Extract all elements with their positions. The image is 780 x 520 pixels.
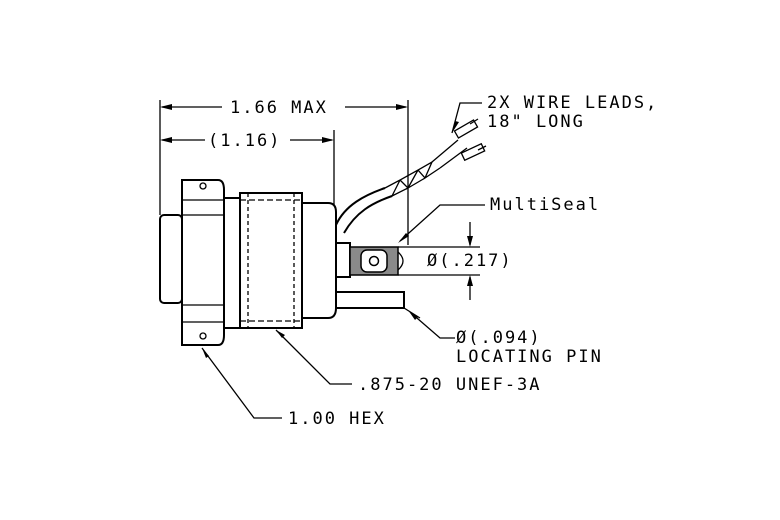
callout-locating-pin: Ø(.094) LOCATING PIN xyxy=(408,310,603,367)
pin-diameter-label: Ø(.094) xyxy=(456,328,542,348)
hex-label: 1.00 HEX xyxy=(288,409,386,429)
seal-diameter-label: Ø(.217) xyxy=(427,251,513,271)
overall-length-label: 1.66 MAX xyxy=(230,98,328,118)
wire-leads-line2: 18" LONG xyxy=(487,112,585,132)
multiseal-label: MultiSeal xyxy=(490,195,600,215)
callout-wire-leads: 2X WIRE LEADS, 18" LONG xyxy=(451,93,658,134)
body-length-label: (1.16) xyxy=(208,131,281,151)
wire-leads-line1: 2X WIRE LEADS, xyxy=(487,93,658,113)
thread-label: .875-20 UNEF-3A xyxy=(358,375,542,395)
wire-leads xyxy=(335,118,487,234)
callout-thread: .875-20 UNEF-3A xyxy=(275,329,542,395)
pin-label: LOCATING PIN xyxy=(456,347,603,367)
dimension-seal-diameter: Ø(.217) xyxy=(398,222,513,300)
callout-hex: 1.00 HEX xyxy=(201,347,386,429)
dimension-body-length: (1.16) xyxy=(160,130,335,205)
locating-pin xyxy=(335,291,421,319)
callout-multiseal: MultiSeal xyxy=(398,195,600,243)
multiseal-connector xyxy=(335,242,404,278)
hex-nut xyxy=(159,179,241,346)
threaded-body xyxy=(239,192,337,329)
dimension-overall-length: 1.66 MAX xyxy=(159,98,409,245)
